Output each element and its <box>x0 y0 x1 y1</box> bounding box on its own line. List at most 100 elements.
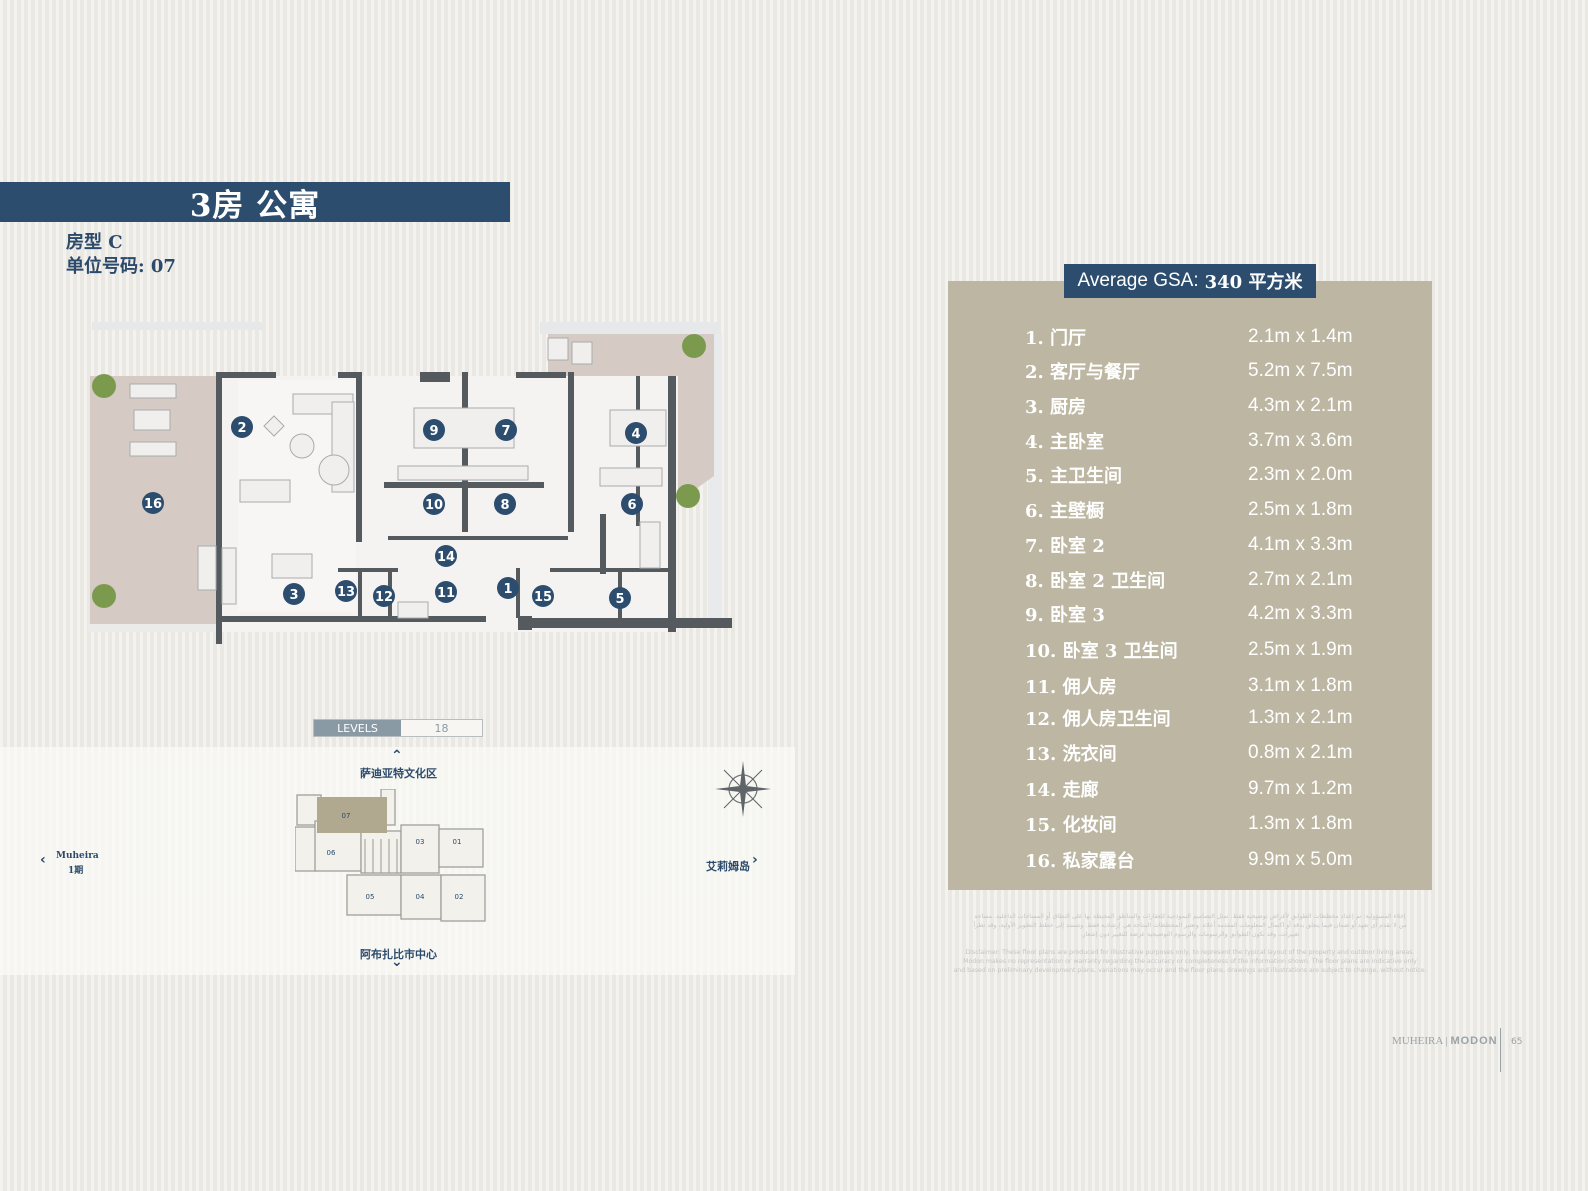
disclaimer-english-line: Disclaimer: These floor plans are produc… <box>965 949 1415 956</box>
svg-text:8: 8 <box>500 498 509 513</box>
room-name: 16. 私家露台 <box>1025 851 1135 872</box>
room-name: 9. 卧室 3 <box>1025 605 1105 626</box>
room-dimension: 3.1m x 1.8m <box>1248 675 1353 696</box>
room-row: 5. 主卫生间 2.3m x 2.0m <box>1025 460 1405 490</box>
svg-text:13: 13 <box>337 585 355 600</box>
balcony-outline <box>92 322 262 330</box>
room-row: 1. 门厅 2.1m x 1.4m <box>1025 322 1405 352</box>
svg-text:1: 1 <box>503 582 512 597</box>
floor-plan: 1 2 3 4 5 6 7 8 9 10 11 12 13 14 15 16 <box>88 322 732 644</box>
room-dimension: 2.5m x 1.8m <box>1248 499 1353 520</box>
room-name: 4. 主卧室 <box>1025 432 1105 453</box>
room-name: 3. 厨房 <box>1025 397 1087 418</box>
gsa-label: Average GSA: <box>1077 270 1199 291</box>
gsa-value: 340 平方米 <box>1204 272 1303 293</box>
room-marker-11: 11 <box>435 581 457 603</box>
title-banner: 3房 公寓 <box>0 182 510 224</box>
chevron-right-icon: › <box>752 852 758 868</box>
svg-text:3: 3 <box>289 588 298 603</box>
brand-separator: | <box>1445 1035 1448 1047</box>
site-unit-04: 04 <box>416 893 425 901</box>
room-dimension: 4.2m x 3.3m <box>1248 603 1353 624</box>
disclaimer-english: Disclaimer: These floor plans are produc… <box>948 948 1432 975</box>
svg-text:14: 14 <box>437 550 455 565</box>
page-title: 3房 公寓 <box>189 187 321 224</box>
chevron-left-icon: ‹ <box>40 852 46 868</box>
unit-number: 单位号码: 07 <box>66 256 176 277</box>
footer-brand: MUHEIRA | MODON <box>1392 1035 1498 1047</box>
balcony-outline <box>540 322 720 334</box>
room-marker-14: 14 <box>435 545 457 567</box>
room-row: 9. 卧室 3 4.2m x 3.3m <box>1025 599 1405 629</box>
room-marker-9: 9 <box>423 419 445 441</box>
site-plan-diagram: 07 06 03 01 05 04 02 <box>295 789 486 922</box>
svg-text:2: 2 <box>237 421 246 436</box>
svg-text:15: 15 <box>534 590 552 605</box>
room-dimension: 1.3m x 1.8m <box>1248 813 1353 834</box>
balcony-outline <box>88 624 218 632</box>
footer-divider <box>1500 1028 1501 1072</box>
room-markers: 1 2 3 4 5 6 7 8 9 10 11 12 13 14 15 16 <box>142 416 647 609</box>
room-name: 8. 卧室 2 卫生间 <box>1025 571 1166 592</box>
trees <box>92 334 706 608</box>
room-name: 5. 主卫生间 <box>1025 466 1123 487</box>
room-marker-15: 15 <box>532 585 554 607</box>
room-marker-12: 12 <box>373 585 395 607</box>
disclaimer-english-line: Modon makes no representation or warrant… <box>963 958 1417 965</box>
room-marker-13: 13 <box>335 580 357 602</box>
svg-text:7: 7 <box>501 424 510 439</box>
site-unit-02: 02 <box>455 893 464 901</box>
room-marker-1: 1 <box>497 577 519 599</box>
levels-indicator: LEVELS 18 <box>313 719 483 737</box>
gsa-table <box>948 281 1432 890</box>
room-marker-4: 4 <box>625 422 647 444</box>
site-west-label-1: Muheira <box>56 851 99 861</box>
room-name: 7. 卧室 2 <box>1025 536 1105 557</box>
brand-modon: MODON <box>1450 1035 1498 1047</box>
room-dimension: 5.2m x 7.5m <box>1248 360 1353 381</box>
site-unit-01: 01 <box>453 838 462 846</box>
svg-text:6: 6 <box>627 498 636 513</box>
room-row: 16. 私家露台 9.9m x 5.0m <box>1025 845 1405 875</box>
room-dimension: 2.3m x 2.0m <box>1248 464 1353 485</box>
disclaimer-arabic-line: من لا تقدم أي تعهد أو ضمان فيما يتعلق بد… <box>973 922 1407 929</box>
site-unit-05: 05 <box>366 893 375 901</box>
compass-rose-icon <box>715 761 771 817</box>
room-name: 10. 卧室 3 卫生间 <box>1025 641 1178 662</box>
room-row: 15. 化妆间 1.3m x 1.8m <box>1025 809 1405 839</box>
room-marker-2: 2 <box>231 416 253 438</box>
room-name: 2. 客厅与餐厅 <box>1025 362 1141 383</box>
room-name: 6. 主壁橱 <box>1025 501 1105 522</box>
room-dimension: 1.3m x 2.1m <box>1248 707 1353 728</box>
room-name: 15. 化妆间 <box>1025 815 1117 836</box>
disclaimer-arabic-line: تغييرات، وقد تكون الطوابق والرسومات والر… <box>1080 931 1300 938</box>
room-name: 14. 走廊 <box>1025 780 1099 801</box>
room-row: 2. 客厅与餐厅 5.2m x 7.5m <box>1025 356 1405 386</box>
unit-07-highlight <box>317 797 387 833</box>
room-marker-3: 3 <box>283 583 305 605</box>
room-marker-6: 6 <box>621 493 643 515</box>
room-dimension: 9.9m x 5.0m <box>1248 849 1353 870</box>
svg-text:5: 5 <box>615 592 624 607</box>
site-unit-03: 03 <box>416 838 425 846</box>
svg-text:9: 9 <box>429 424 438 439</box>
chevron-down-icon: ⌄ <box>391 954 403 970</box>
room-dimension: 2.1m x 1.4m <box>1248 326 1353 347</box>
room-name: 1. 门厅 <box>1025 328 1087 349</box>
svg-text:4: 4 <box>631 427 640 442</box>
room-marker-8: 8 <box>494 493 516 515</box>
levels-value: 18 <box>434 721 449 735</box>
room-name: 11. 佣人房 <box>1025 677 1117 698</box>
svg-text:16: 16 <box>144 497 162 512</box>
room-marker-10: 10 <box>423 493 445 515</box>
site-unit-06: 06 <box>327 849 336 857</box>
room-marker-16: 16 <box>142 492 164 514</box>
terrace-master <box>548 334 714 496</box>
